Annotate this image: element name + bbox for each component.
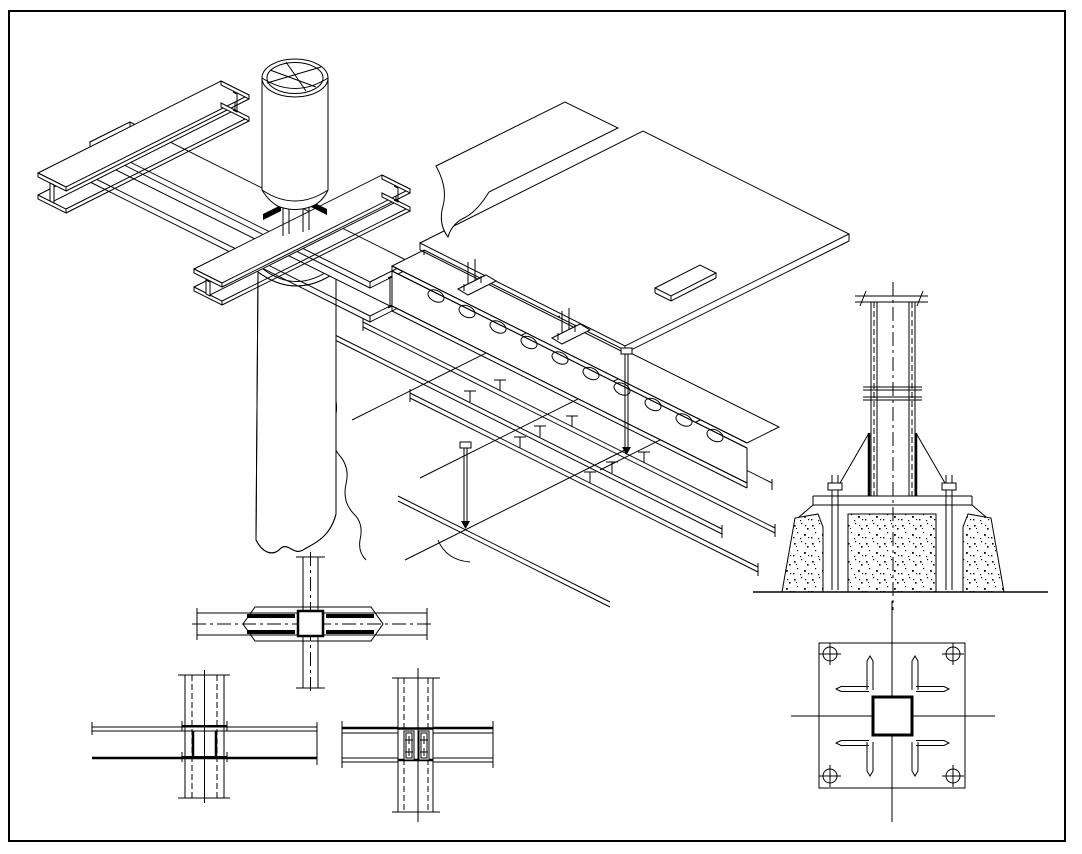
ceiling-post-group: [464, 379, 650, 483]
floor-system: [390, 101, 851, 489]
anchor-bolt-symbol: [942, 765, 964, 787]
heavy-flange-bars: [247, 614, 374, 634]
deck-plate-small: [653, 264, 718, 302]
column: [178, 670, 230, 803]
column: [392, 668, 440, 822]
pipe-internal-diaphragm: [266, 61, 322, 92]
beam-right: [433, 721, 494, 768]
end-plates: [398, 727, 433, 762]
break-line-hook: [437, 539, 471, 563]
flange-plates: [181, 721, 228, 762]
view-beam-column-connection: [91, 670, 318, 803]
column-cap-plate: [855, 290, 928, 307]
column-shaft: [870, 302, 916, 496]
anchor-bolt-symbol: [942, 643, 964, 665]
beam-left: [341, 721, 398, 768]
anchor-bolt-symbol: [819, 643, 841, 665]
cover-plate: [242, 606, 384, 642]
pipe-column-upper: [261, 58, 329, 210]
deck-plate-torn: [435, 101, 620, 239]
castellated-beam: [390, 249, 781, 489]
base-plate-outline: [818, 642, 966, 789]
bolt-symbols: [405, 736, 428, 756]
stiffener-fins: [834, 655, 951, 777]
splice-plates: [863, 386, 922, 401]
deck-pedestal: [550, 308, 592, 345]
anchor-bolt-symbol: [819, 765, 841, 787]
drawing-border: [8, 10, 1066, 842]
concrete-pedestal: [781, 513, 1005, 593]
deck-pedestal: [456, 259, 498, 296]
hanger-rod: [620, 347, 633, 455]
base-plate: [798, 495, 987, 518]
view-base-plate-plan: [791, 601, 995, 822]
pipe-column-lower: [255, 268, 337, 554]
i-beam-upper-left: [36, 80, 251, 214]
hanger-rod: [459, 441, 472, 529]
hss-column-section: [871, 695, 914, 737]
view-column-base-elevation: [753, 282, 1048, 610]
view-hss-connection-plan: [192, 552, 432, 692]
hss-column-section: [296, 609, 325, 638]
anchor-bolt: [941, 475, 957, 590]
web-openings: [427, 289, 724, 443]
joint-gussets: [263, 194, 327, 236]
anchor-bolt: [827, 475, 843, 590]
gusset-stiffeners: [835, 432, 950, 496]
view-isometric-framing-joint: [36, 58, 851, 608]
view-end-plate-connection: [341, 668, 494, 822]
